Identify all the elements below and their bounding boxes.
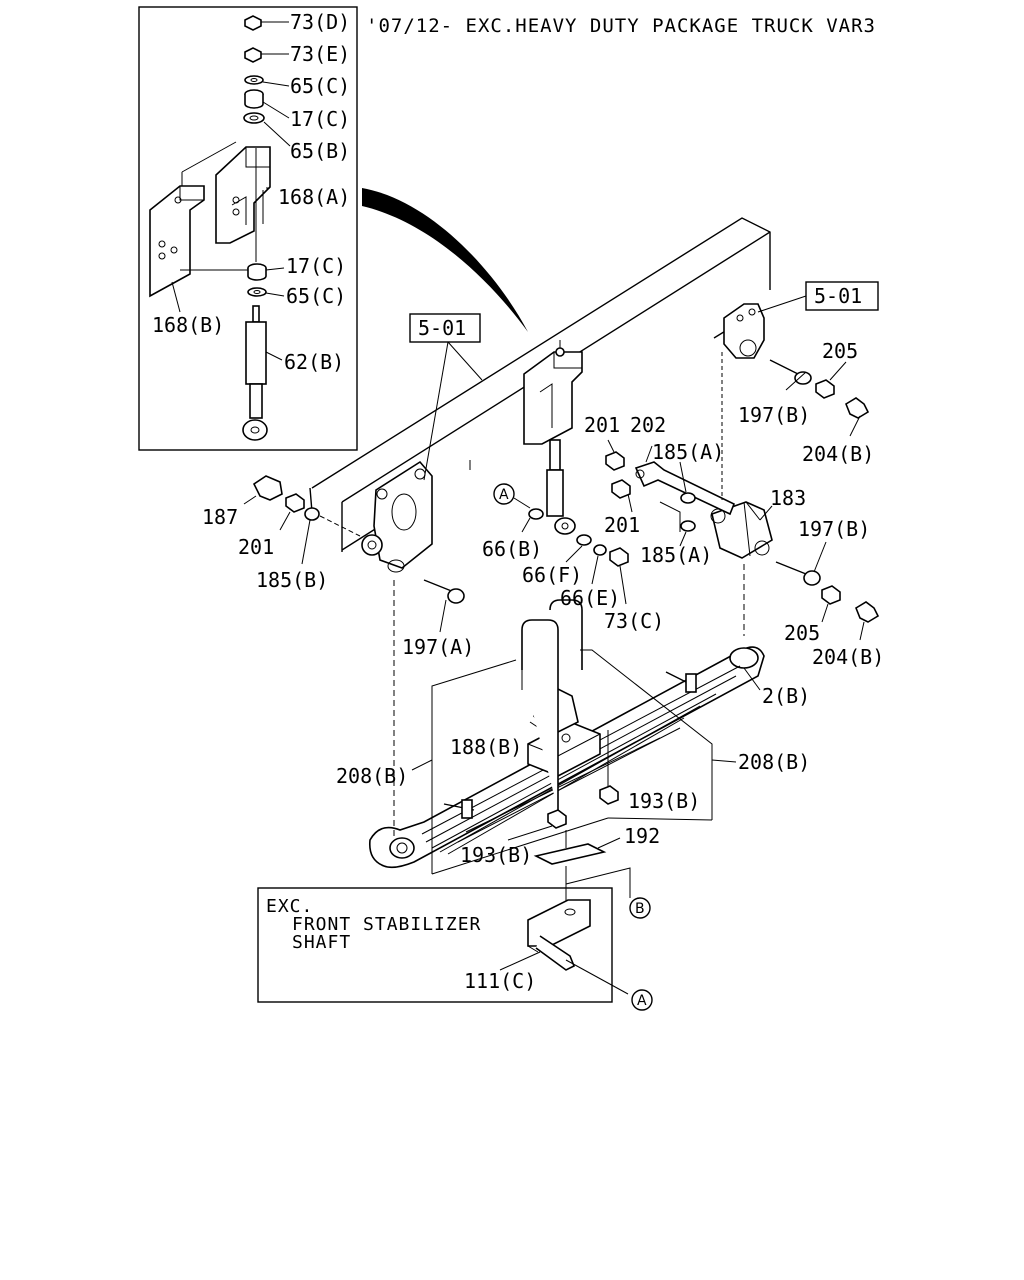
stabilizer-bracket-111c-icon [499,899,629,995]
label-183: 183 [770,486,806,510]
label-187: 187 [202,505,238,529]
group-208b-brackets [411,649,737,875]
svg-text:A: A [499,487,509,503]
nut-73e-icon [244,47,289,63]
label-201-lower: 201 [604,513,640,537]
callout-a-top[interactable]: A [493,483,531,509]
label-65b: 65(B) [290,139,350,163]
label-168a: 168(A) [278,185,350,209]
label-17c-lower: 17(C) [286,254,346,278]
right-spring-hanger [723,303,765,359]
u-bolt-icon [521,599,609,810]
label-2b: 2(B) [762,684,810,708]
label-204b-bot: 204(B) [812,645,884,669]
nut-205-top-icon [815,361,847,399]
inset-shock-absorber-detail: 73(D) 73(E) 65(C) 17(C) 65(B) 168(A) 17(… [138,6,358,451]
note-box-exc-stabilizer: EXC. FRONT STABILIZER SHAFT [257,887,613,1003]
plate-192-icon [533,830,621,902]
nut-201-left-icon [279,493,305,531]
label-66e: 66(E) [560,586,620,610]
label-197b-top: 197(B) [738,403,810,427]
label-205-top: 205 [822,339,858,363]
note-line-3: SHAFT [292,932,351,953]
label-201-left: 201 [238,535,274,559]
label-197b-mid: 197(B) [798,517,870,541]
bracket-168b-icon [149,141,250,313]
label-65c-upper: 65(C) [290,74,350,98]
grease-nipple-187-icon [243,475,283,505]
bolt-197b-top-icon [769,359,812,391]
label-65c-lower: 65(C) [286,284,346,308]
label-204b-top: 204(B) [802,442,874,466]
label-185a-upper: 185(A) [652,440,724,464]
label-202: 202 [630,413,666,437]
label-185b: 185(B) [256,568,328,592]
label-73d: 73(D) [290,10,350,34]
svg-text:5-01: 5-01 [814,284,862,308]
bracket-168a-icon [215,146,271,244]
label-192: 192 [624,824,660,848]
detail-pointer-arrow [362,188,528,332]
label-66f: 66(F) [522,563,582,587]
label-197a: 197(A) [402,635,474,659]
left-spring-hanger [361,460,433,573]
shock-upper-bracket [523,340,583,445]
washer-66b-icon [521,508,544,533]
label-201-upper: 201 [584,413,620,437]
label-73e: 73(E) [290,42,350,66]
washer-185b-icon [301,507,320,565]
label-188b: 188(B) [450,735,522,759]
ref-box-5-01-left[interactable]: 5-01 [409,313,483,481]
washer-65b-icon [243,112,291,147]
label-111c: 111(C) [464,969,536,993]
label-73c: 73(C) [604,609,664,633]
svg-text:B: B [635,901,645,917]
label-66b: 66(B) [482,537,542,561]
washer-66f-icon [565,534,592,563]
label-208b-right: 208(B) [738,750,810,774]
ref-box-5-01-right[interactable]: 5-01 [757,281,879,313]
label-208b-left: 208(B) [336,764,408,788]
nut-73c-icon [609,547,629,605]
bolt-197b-mid-icon [775,541,827,586]
bushing-17c-icon [244,89,290,119]
callout-a-bottom[interactable]: A [631,989,653,1011]
svg-text:5-01: 5-01 [418,316,466,340]
shock-absorber-main [546,439,576,535]
nut-201-upper-icon [605,439,625,471]
bushing-17c-lower-icon [247,263,285,281]
note-line-2: FRONT STABILIZER [292,914,481,935]
bolt-197a-icon [423,579,465,633]
nut-205-bot-icon [821,585,841,623]
label-193b-right: 193(B) [628,789,700,813]
washer-65c-lower-icon [247,287,285,297]
nut-193b-right-icon [599,785,619,805]
shackle-183-icon [710,501,773,559]
note-line-1: EXC. [266,896,313,917]
nut-73d-icon [244,15,289,31]
label-17c-upper: 17(C) [290,107,350,131]
washer-66e-icon [591,544,607,585]
nut-201-lower-icon [611,479,633,513]
shock-absorber-62b-icon [242,160,283,441]
callout-b[interactable]: B [565,867,651,919]
grease-nipple-204b-top-icon [845,397,870,437]
washer-185a-lower-icon [679,520,696,547]
nut-193b-left-icon [507,809,567,841]
label-193b-left: 193(B) [460,843,532,867]
label-62b: 62(B) [284,350,344,374]
diagram-header: '07/12- EXC.HEAVY DUTY PACKAGE TRUCK VAR… [366,15,876,37]
label-205-bot: 205 [784,621,820,645]
washer-185a-upper-icon [679,461,696,504]
label-185a-lower: 185(A) [640,543,712,567]
washer-65c-icon [244,75,290,87]
svg-text:A: A [637,993,647,1009]
grease-nipple-204b-bot-icon [855,601,880,641]
label-168b: 168(B) [152,313,224,337]
